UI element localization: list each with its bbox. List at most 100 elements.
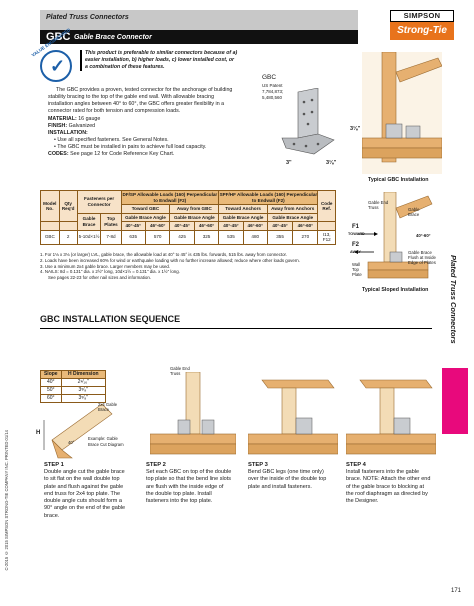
sloped-installation-diagram <box>354 192 433 279</box>
logo-bottom: Strong-Tie <box>390 22 454 40</box>
cell-gable: 5-10d×1½ <box>76 229 102 245</box>
step-4-text: Install fasteners into the gable brace. … <box>346 469 431 505</box>
label-flush: Gable Brace Flush at Inside Edge of Plat… <box>408 250 436 265</box>
th-top-plates: Top Plates <box>100 212 122 231</box>
side-section-title: Plated Truss Connectors <box>449 255 458 344</box>
patent-text: US Patent 7,784,873; 5,480,560 <box>262 83 284 100</box>
th-angle-range: 40°-45° <box>169 221 195 231</box>
allowable-loads-table: Model No. Qty Req'd Fasteners per Connec… <box>40 190 336 245</box>
material-value: 16 gauge <box>78 116 101 122</box>
th-away-gbc: Away from GBC <box>169 204 220 214</box>
th-slope: Slope <box>40 370 62 379</box>
th-fasteners: Fasteners per Connector <box>76 190 122 214</box>
label-angle: 40°-60° <box>416 233 431 238</box>
th-toward-gbc: Toward GBC <box>120 204 171 214</box>
simpson-logo: SIMPSON Strong-Tie <box>390 10 454 40</box>
label-gable-brace: Gable Brace <box>408 207 420 217</box>
product-image-label: GBC <box>262 74 277 81</box>
step-4-illustration <box>346 379 436 455</box>
label-2x4-gable-brace: 2x4 Gable Brace <box>98 402 118 412</box>
description-paragraph: The GBC provides a proven, tested connec… <box>48 87 233 114</box>
slope-cell: 40° <box>40 378 62 387</box>
cell-load: 270 <box>292 229 319 245</box>
dim-cell: 3⁵⁄₈" <box>60 386 107 395</box>
section-tab <box>442 368 468 434</box>
brace-cut-diagram <box>43 403 113 459</box>
cell-load: 325 <box>193 229 220 245</box>
th-qty: Qty Req'd <box>58 190 78 222</box>
installation-label: INSTALLATION: <box>48 130 88 136</box>
cell-load: 480 <box>242 229 268 245</box>
th-toward-anchors: Toward Anchors <box>218 204 268 214</box>
step-2-heading: STEP 2 <box>146 462 166 468</box>
th-angle-range: 40°-45° <box>266 221 294 231</box>
th-angle-4: Gable Brace Angle <box>266 212 319 222</box>
table-row: 40° 2⁹⁄₁₆" <box>40 378 107 387</box>
dim-cell: 2⁹⁄₁₆" <box>60 378 107 387</box>
label-f2: F2 <box>352 242 360 248</box>
label-f1-dir: TOWARD <box>348 232 365 236</box>
gbc-connector-illustration <box>281 88 335 155</box>
note: 2. Loads have been increased 60% for win… <box>40 257 300 263</box>
th-dfsp: DF/SP Allowable Loads (160) Perpendicula… <box>120 190 220 205</box>
cell-load: 635 <box>120 229 146 245</box>
check-icon: ✓ <box>50 56 66 76</box>
th-angle-range: 46°-60° <box>292 221 319 231</box>
label-gable-end-truss-2: Gable End Truss <box>170 366 190 376</box>
dim-width-b: 3⅛" <box>326 160 337 166</box>
th-gable-brace: Gable Brace <box>76 212 102 231</box>
step-3-illustration <box>248 379 338 455</box>
example-label: Example: Gable Brace Cut Diagram <box>88 436 124 447</box>
step-3-heading: STEP 3 <box>248 462 268 468</box>
cell-load: 425 <box>169 229 195 245</box>
dim-height: 3⅛" <box>350 126 361 132</box>
cell-code: I13, F12 <box>317 229 336 245</box>
page-number: 171 <box>451 588 462 594</box>
note: 3. Use a minimum 2x4 gable brace. Larger… <box>40 263 171 269</box>
section-title: Plated Truss Connectors <box>46 14 129 21</box>
codes-value: See page 12 for Code Reference Key Chart… <box>70 151 175 157</box>
th-away-anchors: Away from Anchors <box>266 204 319 214</box>
install-note-1: • Use all specified fasteners. See Gener… <box>54 137 169 143</box>
caption-typical-sloped: Typical Sloped Installation <box>362 287 429 293</box>
slope-cell: 50° <box>40 386 62 395</box>
th-h-dimension: H Dimension <box>60 370 107 379</box>
note: 1. For 1⅛ x 3⅛ (or larger) LVL, gable br… <box>40 252 287 257</box>
header-bar <box>40 10 358 30</box>
step-1-heading: STEP 1 <box>44 462 64 468</box>
product-name: Gable Brace Connector <box>74 34 152 41</box>
material-label: MATERIAL: <box>48 116 77 122</box>
table-notes: 1. For 1⅛ x 3⅛ (or larger) LVL, gable br… <box>40 252 330 281</box>
label-f2-dir: AWAY <box>350 250 361 254</box>
th-spfhf: SPF/HF Allowable Loads (160) Perpendicul… <box>218 190 319 205</box>
table-row: 60° 3⁵⁄₈" <box>40 394 107 403</box>
cell-qty: 2 <box>58 229 78 245</box>
step-4-heading: STEP 4 <box>346 462 366 468</box>
step-3-text: Bend GBC legs (one time only) over the i… <box>248 469 327 490</box>
copyright-text: C-2015 © 2015 SIMPSON STRONG-TIE COMPANY… <box>4 430 9 571</box>
note: 4. NAILS: 8d = 0.131" dia. x 2½" long, 1… <box>40 269 180 275</box>
table-row: 50° 3⁵⁄₈" <box>40 386 107 395</box>
finish-value: Galvanized <box>68 123 96 129</box>
cell-load: 570 <box>144 229 171 245</box>
th-angle-range: 46°-60° <box>144 221 171 231</box>
th-angle-2: Gable Brace Angle <box>169 212 220 222</box>
th-angle-range: 46°-60° <box>242 221 268 231</box>
caption-typical-installation: Typical GBC Installation <box>368 177 429 183</box>
table-row: GBC 2 5-10d×1½ 7-8d 635 570 425 325 535 … <box>40 229 336 245</box>
cell-load: 535 <box>218 229 244 245</box>
step-2-illustration <box>150 372 236 455</box>
th-angle-1: Gable Brace Angle <box>120 212 171 222</box>
step-1-text: Double angle cut the gable brace to sit … <box>44 469 126 519</box>
logo-top: SIMPSON <box>390 10 454 22</box>
section-rule <box>40 328 432 329</box>
product-bar <box>40 30 358 44</box>
label-angle-40: 40° <box>68 440 75 445</box>
label-f1: F1 <box>352 224 360 230</box>
dim-width-a: 3" <box>286 160 292 166</box>
th-code: Code Ref. <box>317 190 336 222</box>
finish-label: FINISH: <box>48 123 68 129</box>
codes-label: CODES: <box>48 151 69 157</box>
th-angle-3: Gable Brace Angle <box>218 212 268 222</box>
callout-text: This product is preferable to similar co… <box>80 50 238 71</box>
